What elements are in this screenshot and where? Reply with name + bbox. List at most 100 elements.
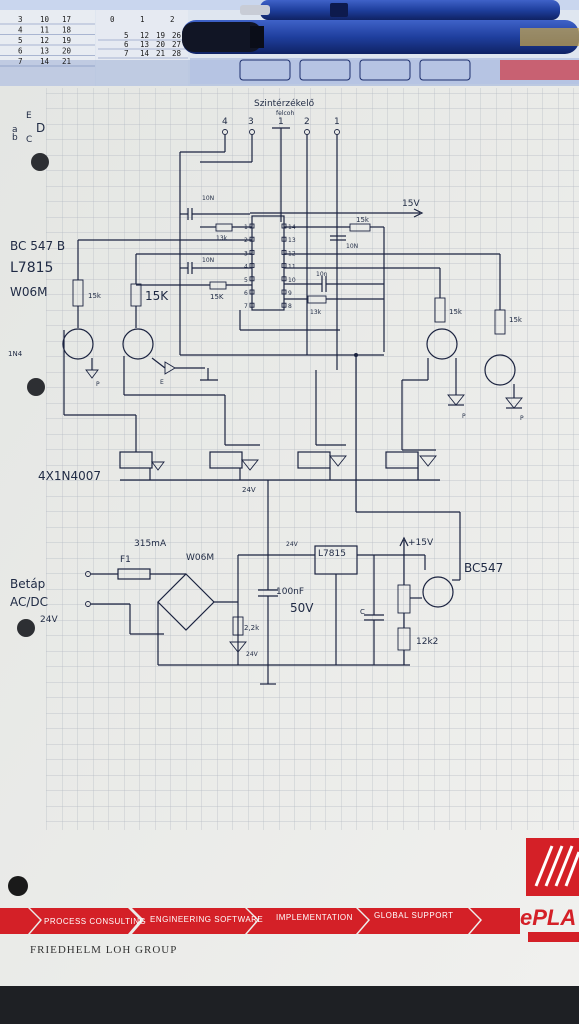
calendar-header-0: 0 [110,15,115,24]
ic-pin-right: 8 [288,303,292,310]
cap-10n-top-label: 10N [202,195,214,202]
parts-list-2: L7815 [10,260,53,276]
cap-value-label: 100nF [276,587,304,597]
calendar-right-cell: 14 [140,49,150,58]
ic-pin-right: 13 [288,237,296,244]
cap-voltage-label: 50V [290,601,314,615]
pen-top [240,0,560,20]
calendar-right-cell: 7 [124,49,129,58]
eplan-logo: ePLA [520,838,579,942]
ic-pin-right: 9 [288,290,292,297]
resistor-12k2-label: 12k2 [416,637,438,647]
calendar-left-cell: 19 [62,36,71,45]
input-label-1: Betáp [10,577,45,591]
ic-pin-left: 2 [244,237,248,244]
calendar-right-cell: 27 [172,40,181,49]
banner-item-4: GLOBAL SUPPORT [374,911,453,920]
resistor-2k2-label: 2,2k [244,624,260,632]
calendar-left-cell: 5 [18,36,23,45]
resistor-15k-t3 [434,297,446,323]
calendar-header: 0 1 2 [110,15,175,24]
led-t4-letter: P [520,415,524,422]
banner-item-1: PROCESS CONSULTING [44,917,146,926]
calendar-left-cell: 17 [62,15,71,24]
ic-pin-left: 7 [244,303,248,310]
corner-letter-d: D [36,121,45,135]
calendar-right-cell: 28 [172,49,182,58]
schematic-title: Szintérzékelő [254,98,315,109]
transistor-t2 [122,328,154,360]
resistor-15k-t3-label: 15k [449,308,463,316]
calendar-left-cell: 10 [40,15,50,24]
calendar-right-cell: 12 [140,31,149,40]
calendar-left-cell: 4 [18,26,23,35]
schematic-subtitle: felcoh [276,110,294,117]
ic-pin-left: 6 [244,290,248,297]
calendar-left-cell: 20 [62,47,72,56]
resistor-15k-t1-label: 15k [88,292,102,300]
banner-item-2: ENGINEERING SOFTWARE [150,915,263,924]
relay-supply-label: 24V [242,486,256,494]
calendar-left-cell: 18 [62,26,72,35]
calendar-right-cell: 20 [156,40,166,49]
resistor-2k2 [232,616,244,636]
calendar-header-1: 1 [140,15,145,24]
input-label-2: AC/DC [10,595,48,609]
relay-4 [385,451,419,469]
ic-pin-left: 5 [244,277,248,284]
calendar-right-cell: 5 [124,31,129,40]
corner-letter-b: b [12,133,18,143]
led-t3-letter: P [462,413,466,420]
parts-list-1: BC 547 B [10,239,65,253]
calendar-left-cell: 6 [18,47,23,56]
logo-text: ePLA [520,905,576,930]
reg-out-label: +15V [408,538,434,548]
pin-number-4: 4 [222,117,228,127]
bridge-label: W06M [186,553,214,563]
pin-number-3: 3 [248,117,254,127]
ic-chip [251,215,285,311]
parts-list-3: W06M [10,285,48,299]
schematic: Szintérzékelő felcoh E a D b C 4 3 1 2 1… [8,98,524,685]
resistor-15k-mid-label: 15K [210,293,224,301]
cap-c-label: C [360,608,365,616]
calendar-left-cell: 11 [40,26,49,35]
transistor-t1 [62,328,94,360]
resistor-15k-t2-label: 15K [145,289,169,303]
pin-number-top: 1 [278,117,284,127]
corner-letter-c: C [26,135,32,145]
transistor-bc547 [422,576,454,608]
supply-out-label: 15V [402,199,420,209]
pin-number-2: 2 [304,117,310,127]
calendar-right-cell: 19 [156,31,165,40]
calendar-right-cell: 21 [156,49,165,58]
resistor-15k-right-label: 15k [356,216,370,224]
banner-item-3: IMPLEMENTATION [276,913,353,922]
calendar-header-2: 2 [170,15,175,24]
calendar-right-cell: 26 [172,31,182,40]
banner: PROCESS CONSULTING ENGINEERING SOFTWARE … [0,908,520,956]
pin-number-1: 1 [334,117,340,127]
transistor-out-label: BC547 [464,561,503,575]
corner-letter-a: a [12,125,18,135]
input-label-3: 24V [40,615,58,625]
cap-10n-right-label: 10N [346,243,358,250]
cap-10n-mid-label: 10N [202,257,214,264]
relay-3 [297,451,331,469]
desk-bottom [0,985,579,1024]
calendar-right-cell: 6 [124,40,129,49]
calendar-left-cell: 13 [40,47,49,56]
calendar-left-cell: 3 [18,15,23,24]
corner-letter-e: E [26,111,32,121]
fuse-rating: 315mA [134,539,167,549]
resistor-15k-t4-label: 15k [509,316,523,324]
resistor-13k-low-label: 13k [310,309,322,316]
calendar-left-cell: 21 [62,57,71,66]
ic-pin-left: 4 [244,264,248,271]
calendar-left-cell: 12 [40,36,49,45]
ic-pin-right: 10 [288,277,296,284]
